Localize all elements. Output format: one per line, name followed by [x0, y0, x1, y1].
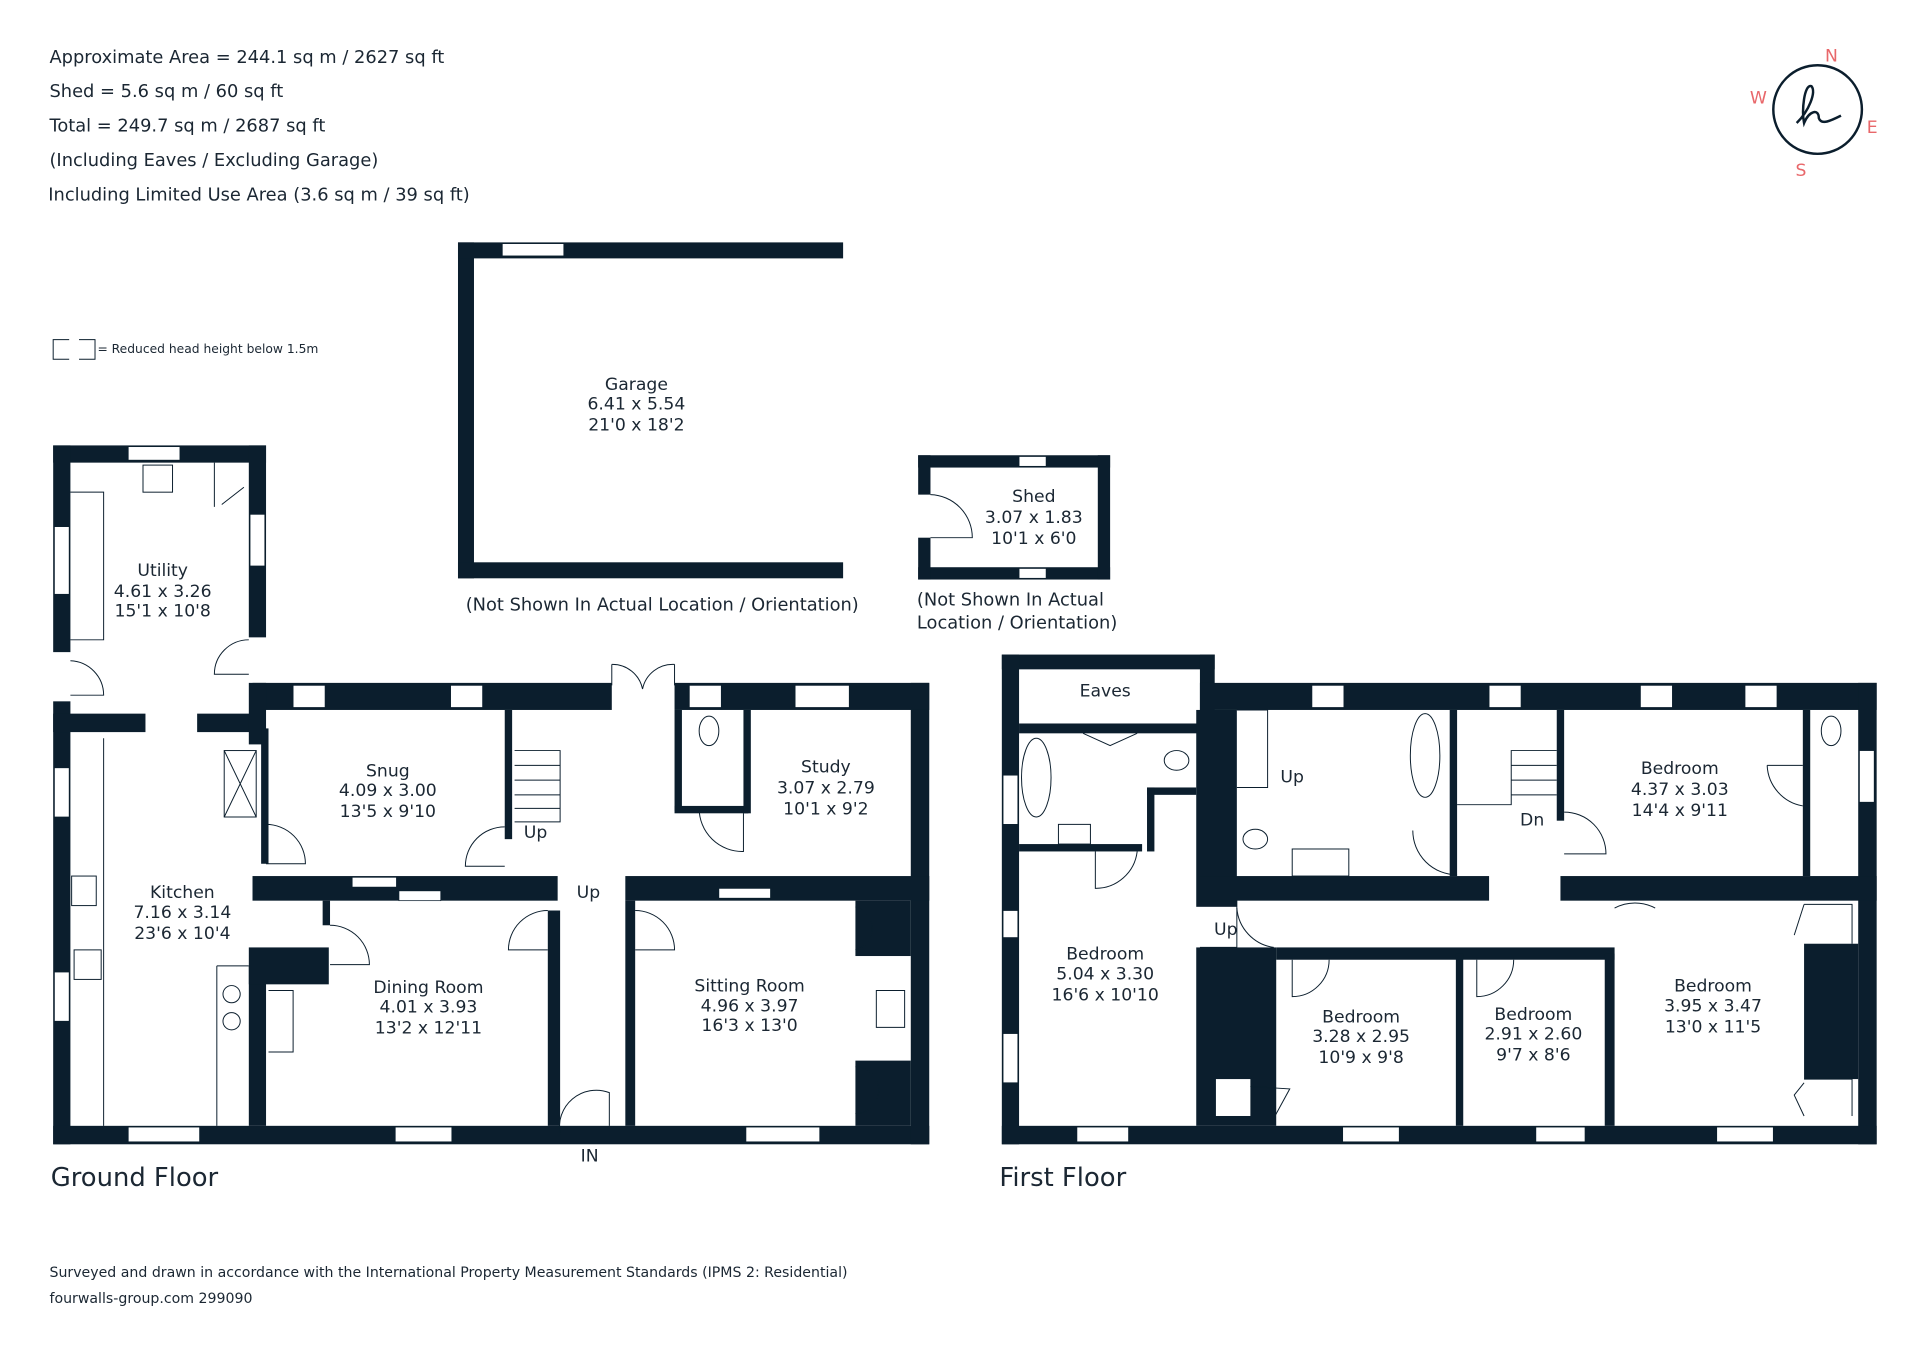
compass-logo-icon: N E S W: [1750, 47, 1878, 181]
compass-w: W: [1750, 88, 1767, 108]
room-metric: 2.91 x 2.60: [1484, 1025, 1582, 1045]
room-imperial: 10'1 x 9'2: [783, 800, 868, 820]
room-metric: 4.96 x 3.97: [701, 996, 799, 1016]
room-name: Bedroom: [1066, 945, 1144, 965]
shed: Shed 3.07 x 1.83 10'1 x 6'0 (Not Shown I…: [917, 455, 1117, 634]
area-line: Shed = 5.6 sq m / 60 sq ft: [49, 81, 283, 102]
stairs-up-label: Up: [1214, 920, 1238, 940]
room-imperial: 10'1 x 6'0: [991, 529, 1076, 549]
legend: = Reduced head height below 1.5m: [52, 339, 318, 360]
room-imperial: 9'7 x 8'6: [1496, 1046, 1570, 1066]
stairs-down-label: Dn: [1520, 811, 1544, 831]
room-imperial: 13'2 x 12'11: [375, 1019, 482, 1039]
room-imperial: 21'0 x 18'2: [588, 416, 684, 436]
compass-n: N: [1825, 47, 1838, 67]
ground-floor: Utility 4.61 x 3.26 15'1 x 10'8 Snug 4.0…: [51, 445, 930, 1193]
room-name: Garage: [605, 375, 668, 395]
room-name: Bedroom: [1641, 759, 1719, 779]
room-metric: 3.95 x 3.47: [1664, 996, 1762, 1016]
location-note: (Not Shown In Actual: [917, 589, 1104, 610]
room-name: Bedroom: [1322, 1007, 1400, 1027]
room-metric: 4.61 x 3.26: [114, 582, 212, 602]
room-imperial: 15'1 x 10'8: [115, 601, 211, 621]
area-line: Total = 249.7 sq m / 2687 sq ft: [48, 116, 325, 137]
reduced-height-icon: [52, 339, 96, 360]
room-metric: 4.09 x 3.00: [339, 781, 437, 801]
location-note: Location / Orientation): [917, 613, 1117, 634]
area-summary: Approximate Area = 244.1 sq m / 2627 sq …: [48, 47, 469, 206]
compass-s: S: [1795, 161, 1806, 181]
room-metric: 3.07 x 2.79: [777, 779, 875, 799]
room-imperial: 23'6 x 10'4: [134, 924, 230, 944]
room-name: Utility: [137, 561, 188, 581]
room-imperial: 14'4 x 9'11: [1632, 801, 1728, 821]
room-metric: 7.16 x 3.14: [133, 903, 231, 923]
room-metric: 6.41 x 5.54: [587, 395, 685, 415]
area-line: Including Limited Use Area (3.6 sq m / 3…: [48, 185, 469, 206]
room-name: Bedroom: [1494, 1005, 1572, 1025]
first-floor: Eaves Bedroom 4.37 x 3.03 14'4 x 9'11 Be…: [999, 654, 1877, 1193]
room-metric: 4.37 x 3.03: [1631, 780, 1729, 800]
room-imperial: 16'3 x 13'0: [701, 1016, 797, 1036]
room-metric: 5.04 x 3.30: [1056, 964, 1154, 984]
stairs-up-label: Up: [524, 823, 548, 843]
floor-title: First Floor: [999, 1163, 1126, 1193]
standard-note: Surveyed and drawn in accordance with th…: [49, 1265, 847, 1281]
reference: fourwalls-group.com 299090: [49, 1291, 252, 1307]
room-name: Study: [801, 758, 851, 778]
room-name: Snug: [366, 761, 410, 781]
legend-label: = Reduced head height below 1.5m: [97, 342, 318, 356]
room-name: Shed: [1012, 487, 1055, 507]
room-name: Bedroom: [1674, 977, 1752, 997]
compass-e: E: [1867, 118, 1878, 138]
room-imperial: 10'9 x 9'8: [1318, 1048, 1403, 1068]
room-name: Sitting Room: [694, 977, 804, 997]
room-metric: 3.07 x 1.83: [985, 508, 1083, 528]
room-metric: 3.28 x 2.95: [1312, 1027, 1410, 1047]
area-line: (Including Eaves / Excluding Garage): [49, 150, 378, 171]
floor-title: Ground Floor: [51, 1163, 219, 1193]
room-imperial: 16'6 x 10'10: [1052, 985, 1159, 1005]
location-note: (Not Shown In Actual Location / Orientat…: [466, 594, 859, 615]
stairs-up-label: Up: [1280, 768, 1304, 788]
room-imperial: 13'5 x 9'10: [340, 802, 436, 822]
entrance-label: IN: [581, 1147, 599, 1167]
room-name: Kitchen: [150, 883, 215, 903]
garage: Garage 6.41 x 5.54 21'0 x 18'2 (Not Show…: [457, 242, 859, 615]
eaves-label: Eaves: [1080, 681, 1131, 701]
area-line: Approximate Area = 244.1 sq m / 2627 sq …: [49, 47, 444, 68]
stairs-up-label: Up: [577, 883, 601, 903]
room-imperial: 13'0 x 11'5: [1665, 1017, 1761, 1037]
room-name: Dining Room: [373, 978, 483, 998]
room-metric: 4.01 x 3.93: [380, 998, 478, 1018]
